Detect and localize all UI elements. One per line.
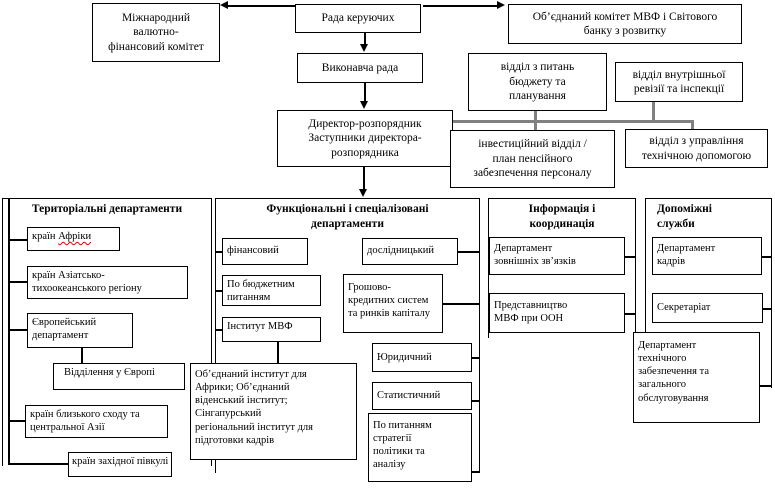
node-africa-department: країн Афріки (27, 227, 120, 251)
tick-monetary-markets (443, 303, 480, 305)
tick-secretariat (762, 308, 771, 310)
arrow-line-to-joint-committee (423, 5, 497, 7)
node-board-of-governors: Рада керуючих (295, 4, 421, 33)
node-finance-department: фінансовий (222, 238, 308, 265)
node-european-department: Європейський департамент (27, 313, 133, 348)
node-secretariat: Секретаріат (652, 293, 763, 323)
arrow-line-governors-to-executive (364, 33, 366, 45)
tick-technical-services (759, 385, 771, 387)
node-technical-general-services: Департамент технічного забезпечення та з… (633, 332, 760, 423)
tick-asia-pacific (8, 281, 28, 283)
column-header-functional: Функціональні і спеціалізовані департаме… (266, 203, 429, 230)
node-imf-institute: Інститут МВФ (222, 317, 321, 342)
tick-european (8, 329, 28, 331)
misspelled-word-afriky: Афріки (58, 231, 92, 242)
node-middle-east-central-asia: країн близького сходу та центральної Азі… (25, 405, 168, 438)
tick-africa (8, 239, 28, 241)
tick-legal (471, 357, 480, 359)
connector-to-audit-division (652, 102, 655, 120)
node-executive-board: Виконавча рада (297, 53, 423, 83)
node-research-department: дослідницький (362, 238, 458, 265)
node-intl-monetary-financial-committee: Міжнародний валютно- фінансовий комітет (92, 3, 220, 62)
arrow-line-to-monetary-committee (228, 5, 296, 7)
connector-joint-institutes (277, 342, 279, 363)
tick-external-relations (624, 256, 636, 258)
tick-research (457, 251, 480, 253)
tick-imf-institute (215, 329, 223, 331)
node-imf-worldbank-joint-committee: Об’єднаний комітет МВФ і Світового банку… (508, 4, 742, 44)
connector-to-budget-division (534, 111, 537, 120)
connector-offices-horizontal (453, 120, 694, 123)
node-technical-assistance-division: відділ з управління технічною допомогою (625, 129, 768, 168)
arrowhead-left-monetary-committee (220, 1, 228, 9)
node-europe-offices: Відділення у Європі (53, 363, 185, 390)
africa-label-prefix: країн (32, 231, 59, 242)
arrowhead-right-joint-committee (497, 1, 505, 9)
arrow-line-director-to-departments (363, 167, 365, 189)
connector-to-technical-assistance (691, 121, 694, 130)
column-functional-departments (215, 198, 480, 473)
connector-europe-offices (81, 348, 83, 363)
column-territorial-departments (2, 198, 212, 466)
column-information-coordination (488, 198, 636, 338)
node-western-hemisphere: країн західної півкулі (68, 452, 172, 477)
column-header-territorial: Територіальні департаменти (31, 203, 183, 215)
tick-policy-strategy (471, 471, 480, 473)
node-managing-director: Директор-розпорядник Заступники директор… (277, 110, 453, 167)
column-support-services (645, 198, 772, 388)
tick-statistics (470, 400, 480, 402)
node-joint-institutes: Об’єднаний інститут для Африки; Об’єднан… (190, 363, 357, 460)
node-budget-matters-department: По бюджетним питанням (222, 275, 321, 306)
node-asia-pacific-department: країн Азіатсько- тихоокеанського регіону (27, 266, 188, 299)
node-legal-department: Юридичний (372, 343, 472, 372)
node-imf-un-office: Представництво МВФ при ООН (489, 293, 625, 333)
node-internal-audit-division: відділ внутрішньої ревізії та інспекції (615, 62, 743, 102)
arrowhead-down-managing-director (360, 101, 368, 109)
tick-middle-east (8, 420, 26, 422)
node-budget-planning-division: відділ з питань бюджету та планування (468, 53, 607, 111)
tick-budget-matters (215, 290, 223, 292)
tick-western-hemisphere (8, 463, 70, 465)
node-investment-pension-division: інвестиційний відділ / план пенсійного з… (450, 130, 615, 188)
arrowhead-down-departments (359, 189, 367, 197)
tick-hr-department (761, 256, 771, 258)
tick-un-office (624, 313, 636, 315)
node-external-relations-department: Департамент зовнішніх зв’язків (489, 237, 625, 275)
connector-to-investment-division (534, 123, 537, 131)
node-monetary-capital-markets: Грошово- кредитних систем та ринків капі… (343, 274, 443, 333)
node-hr-department: Департамент кадрів (652, 237, 762, 275)
arrowhead-down-executive-board (360, 44, 368, 52)
column-header-support: Допоміжні служби (657, 203, 713, 230)
spine-territorial (8, 199, 10, 464)
node-policy-strategy-analysis: По питанням стратегії політики та аналіз… (368, 413, 472, 482)
node-statistics-department: Статистичний (372, 382, 472, 410)
arrow-line-executive-to-director (364, 83, 366, 101)
column-header-information: Інформація і координація (528, 203, 596, 230)
tick-finance (215, 251, 223, 253)
